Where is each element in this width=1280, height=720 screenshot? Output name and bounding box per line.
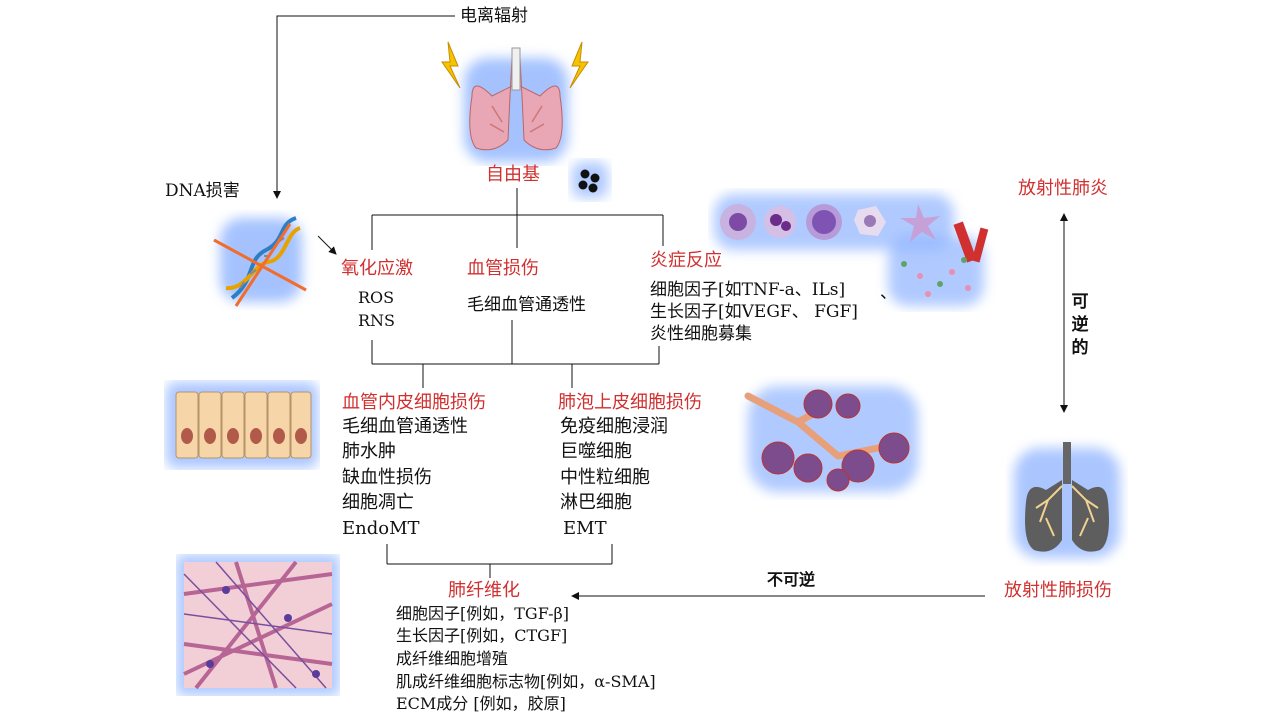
- epithelial-injury-label: 肺泡上皮细胞损伤: [558, 392, 702, 413]
- inflammation-item-1: 生长因子[如VEGF、 FGF]: [650, 302, 858, 322]
- reversible-char-1: 逆: [1071, 315, 1089, 335]
- epithelial-item-4: EMT: [563, 518, 607, 539]
- endothelial-injury-label: 血管内皮细胞损伤: [342, 392, 486, 413]
- dna-damage-label: DNA损害: [165, 181, 240, 201]
- endothelium-icon: [166, 382, 318, 468]
- fibrosis-item-4: ECM成分 [例如，胶原]: [396, 694, 566, 713]
- endothelial-item-1: 肺水肿: [342, 441, 396, 462]
- fibrosis-label: 肺纤维化: [448, 580, 520, 601]
- free-radical-label: 自由基: [486, 164, 540, 185]
- lightning-icon: [441, 41, 461, 89]
- irreversible-label: 不可逆: [767, 570, 816, 589]
- oxidative-item-1: RNS: [358, 311, 396, 330]
- alveoli-icon: [744, 386, 918, 492]
- cells-icon: [714, 194, 989, 306]
- fibrosis-item-0: 细胞因子[例如，TGF-β]: [396, 604, 569, 623]
- endothelial-item-3: 细胞凋亡: [342, 492, 414, 513]
- fibrotic-lungs-icon: [1014, 442, 1120, 558]
- dna-icon: [213, 216, 307, 307]
- vascular-damage-label: 血管损伤: [467, 258, 539, 279]
- oxidative-stress-label: 氧化应激: [341, 258, 413, 279]
- inflammation-item-0: 细胞因子[如TNF-a、ILs]: [650, 280, 846, 300]
- vascular-item-0: 毛细血管通透性: [467, 295, 586, 315]
- epithelial-item-2: 中性粒细胞: [560, 467, 650, 488]
- reversible-char-2: 的: [1071, 338, 1089, 358]
- lungs-icon: [441, 41, 589, 162]
- epithelial-item-1: 巨噬细胞: [560, 441, 632, 462]
- epithelial-item-3: 淋巴细胞: [560, 492, 632, 513]
- radiation-label: 电离辐射: [460, 6, 528, 26]
- particles-icon: [572, 162, 608, 198]
- fibrosis-item-2: 成纤维细胞增殖: [396, 649, 509, 668]
- comma-mark: 、: [880, 283, 897, 303]
- fibrosis-item-1: 生长因子[例如，CTGF]: [396, 626, 568, 645]
- endothelial-item-2: 缺血性损伤: [342, 467, 432, 488]
- oxidative-item-0: ROS: [358, 288, 395, 307]
- endothelial-item-0: 毛细血管通透性: [342, 416, 468, 437]
- endothelial-item-4: EndoMT: [342, 518, 420, 539]
- fibrosis-item-3: 肌成纤维细胞标志物[例如，α-SMA]: [396, 672, 656, 691]
- radiation-lung-injury-label: 放射性肺损伤: [1004, 580, 1112, 601]
- inflammation-label: 炎症反应: [650, 250, 722, 271]
- reversible-char-0: 可: [1071, 292, 1089, 312]
- inflammation-item-2: 炎性细胞募集: [650, 324, 752, 344]
- radiation-pneumonitis-label: 放射性肺炎: [1018, 178, 1108, 199]
- epithelial-item-0: 免疫细胞浸润: [560, 416, 668, 437]
- fibers-icon: [176, 554, 340, 696]
